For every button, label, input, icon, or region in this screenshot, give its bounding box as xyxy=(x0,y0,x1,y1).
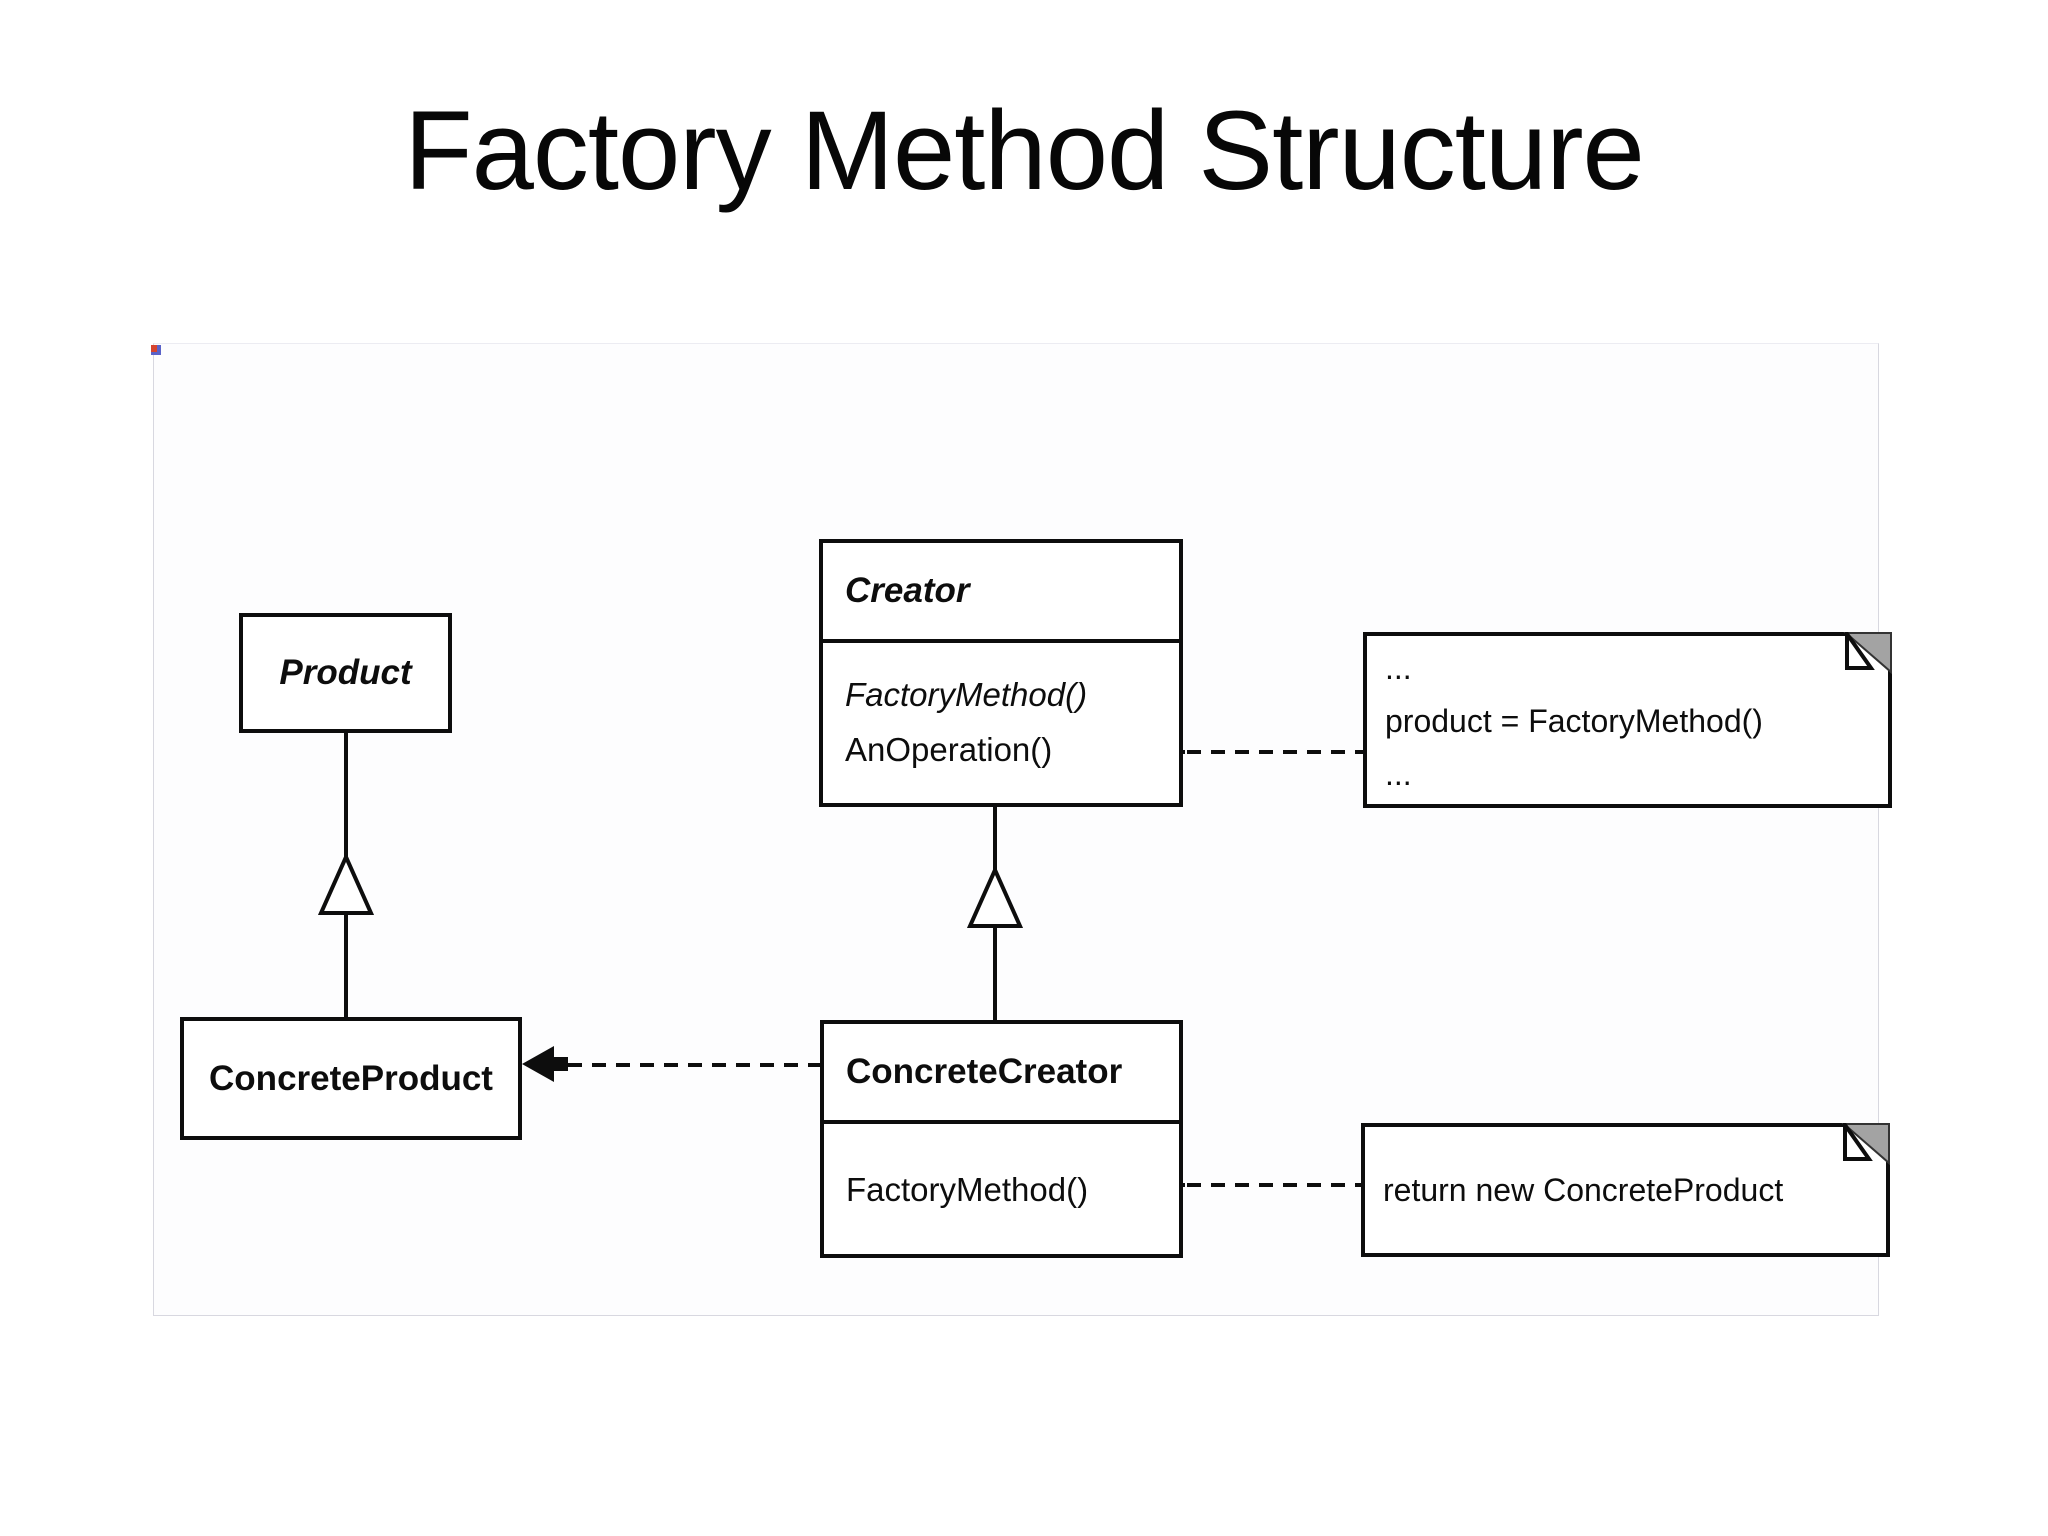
inheritance-triangle-icon xyxy=(967,867,1023,928)
class-name-creator: Creator xyxy=(823,543,1179,643)
page-title: Factory Method Structure xyxy=(404,88,1645,213)
method-factorymethod: FactoryMethod() xyxy=(845,676,1088,713)
note-line: return new ConcreteProduct xyxy=(1383,1171,1784,1208)
image-artifact-icon xyxy=(151,345,161,355)
method-compartment: FactoryMethod() AnOperation() xyxy=(823,643,1179,777)
class-name-concrete-creator: ConcreteCreator xyxy=(824,1024,1179,1124)
note-creator: ... product = FactoryMethod() ... xyxy=(1363,632,1892,808)
generalization-line-product-lower xyxy=(344,911,348,1018)
note-concrete-creator: return new ConcreteProduct xyxy=(1361,1123,1890,1257)
note-fold-icon xyxy=(1843,632,1892,675)
class-name-product: Product xyxy=(279,653,412,692)
generalization-line-creator-upper xyxy=(993,807,997,871)
generalization-line-creator-lower xyxy=(993,928,997,1021)
filled-arrowhead-icon xyxy=(522,1046,568,1082)
class-box-creator: Creator FactoryMethod() AnOperation() xyxy=(819,539,1183,807)
note-link-dashed-line xyxy=(1187,750,1363,754)
method-factorymethod: FactoryMethod() xyxy=(846,1171,1089,1208)
note-line: ... xyxy=(1385,756,1412,792)
inheritance-triangle-icon xyxy=(318,854,374,915)
note-fold-icon xyxy=(1841,1123,1890,1166)
method-compartment: FactoryMethod() xyxy=(824,1124,1179,1217)
note-text: return new ConcreteProduct xyxy=(1365,1127,1886,1253)
note-line: ... xyxy=(1385,650,1412,686)
note-link-dashed-line xyxy=(1187,1183,1361,1187)
dependency-dashed-line xyxy=(568,1063,822,1067)
class-name-concrete-product: ConcreteProduct xyxy=(209,1058,493,1098)
note-line: product = FactoryMethod() xyxy=(1385,703,1763,739)
class-box-concrete-product: ConcreteProduct xyxy=(180,1017,522,1140)
note-text: ... product = FactoryMethod() ... xyxy=(1367,636,1888,801)
method-anoperation: AnOperation() xyxy=(845,731,1053,768)
class-box-concrete-creator: ConcreteCreator FactoryMethod() xyxy=(820,1020,1183,1258)
class-box-product: Product xyxy=(239,613,452,733)
generalization-line-product-upper xyxy=(344,733,348,859)
